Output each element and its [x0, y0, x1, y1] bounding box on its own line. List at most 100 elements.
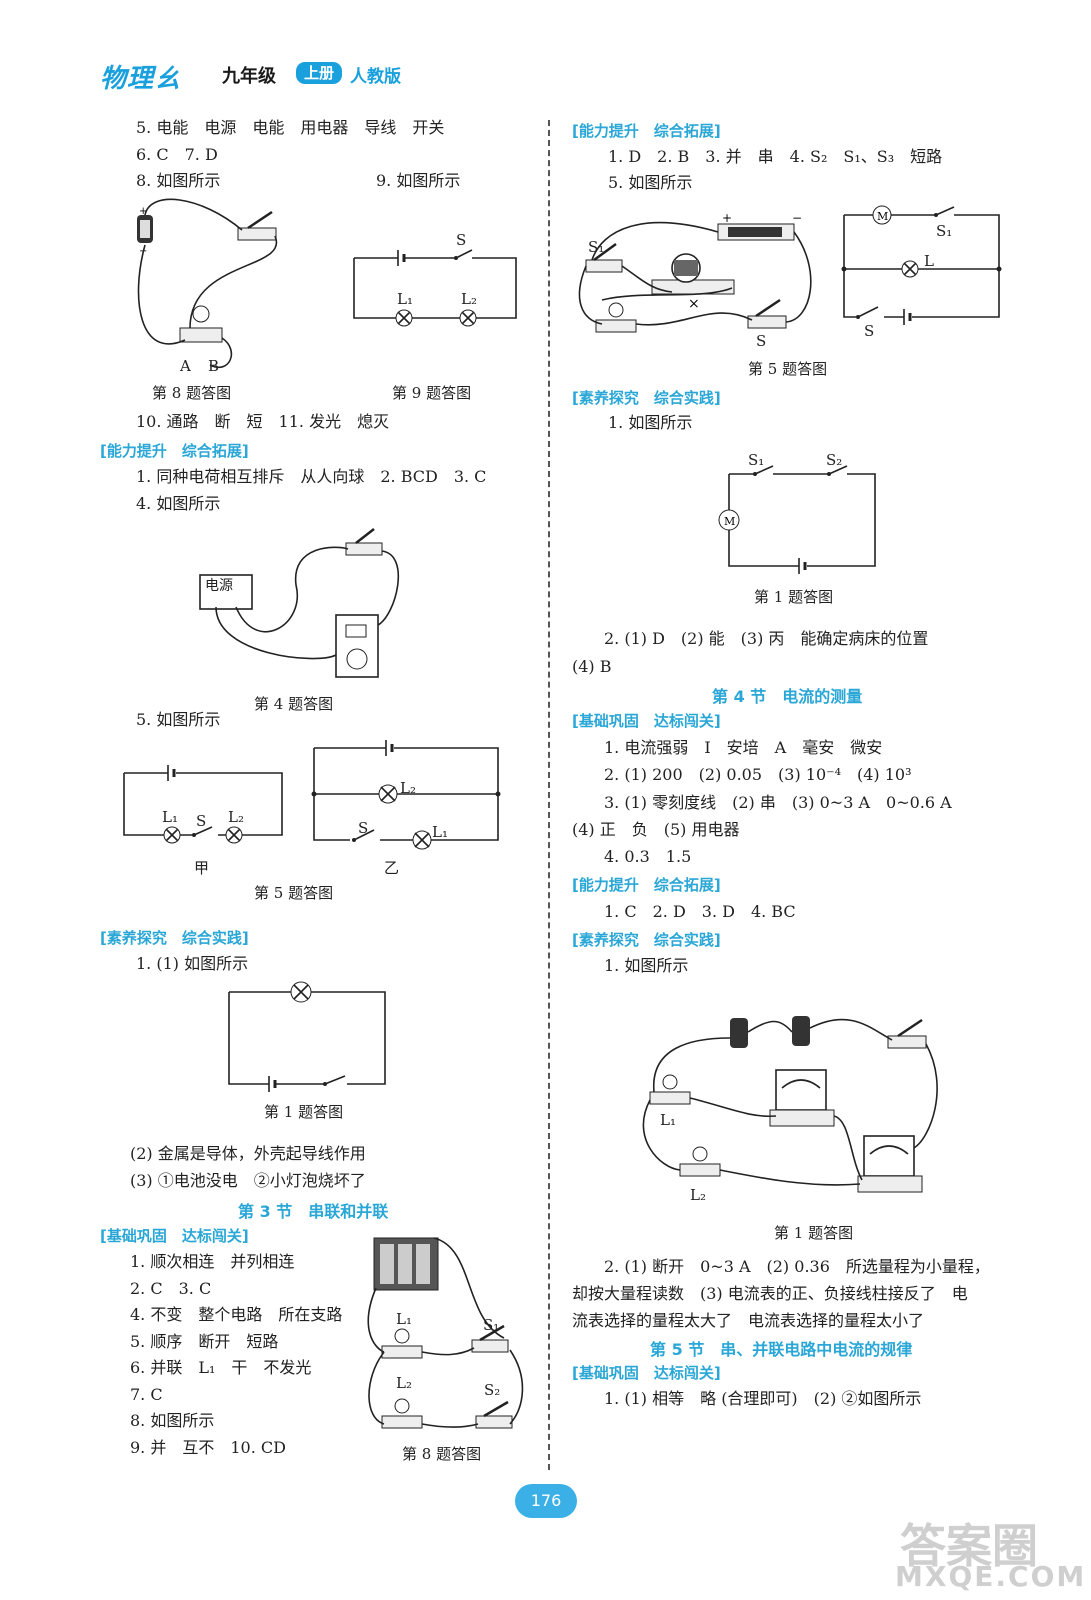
answer-line: 10. 通路 断 短 11. 发光 熄灭	[136, 412, 390, 431]
label-L1: L₁	[397, 290, 413, 308]
caption-q1r: 第 1 题答图	[754, 588, 834, 606]
answer-line: 1. (1) 相等 略 (合理即可) (2) ②如图所示	[604, 1389, 922, 1408]
switch-S1-icon	[585, 259, 623, 273]
figure-q8b-circuit	[367, 1237, 524, 1429]
answer-line: 1. 如图所示	[608, 413, 693, 432]
caption-q8b: 第 8 题答图	[402, 1445, 482, 1463]
section-tag: [素养探究 综合实践]	[572, 931, 721, 949]
label-S: S	[358, 819, 369, 837]
figure-q4-circuit	[199, 528, 399, 678]
label-S2: S₂	[484, 1381, 501, 1399]
bulb-icon	[179, 327, 223, 343]
bulb-L2-icon	[679, 1163, 721, 1177]
switch-S1-icon	[471, 1339, 509, 1353]
switch-icon	[237, 227, 277, 241]
svg-text:M: M	[877, 210, 888, 223]
answer-line: 5. 顺序 断开 短路	[130, 1332, 279, 1351]
figure-q1b-ammeter-circuit	[642, 1016, 938, 1193]
label-L1: L₁	[432, 823, 448, 841]
answer-line: 6. 并联 L₁ 干 不发光	[130, 1358, 312, 1377]
label-S1: S₁	[936, 222, 953, 240]
label-S1: S₁	[483, 1316, 500, 1334]
svg-text:−: −	[792, 211, 802, 225]
svg-text:+: +	[139, 206, 147, 217]
answer-line: 6. C 7. D	[136, 145, 218, 164]
label-S2: S₂	[826, 451, 843, 469]
section-heading: 第 3 节 串联和并联	[238, 1202, 389, 1221]
answer-line: 8. 如图所示	[136, 171, 221, 190]
answer-line: 4. 0.3 1.5	[604, 847, 692, 866]
section-tag: [能力提升 综合拓展]	[100, 442, 249, 460]
answer-line: 1. 同种电荷相互排斥 从人向球 2. BCD 3. C	[136, 467, 487, 486]
motor-icon	[651, 279, 735, 295]
answer-line: (2) 金属是导体，外壳起导线作用	[130, 1144, 366, 1163]
answer-line: 4. 不变 整个电路 所在支路	[130, 1305, 343, 1324]
label-L2: L₂	[228, 808, 244, 826]
grade-label: 九年级	[222, 66, 276, 87]
figure-q1r-circuit: M	[718, 465, 876, 574]
ammeter-icon	[863, 1135, 915, 1177]
brand-logo: 物理ㄠ	[100, 64, 182, 94]
label-S1: S₁	[588, 238, 605, 256]
switch-icon	[345, 542, 383, 556]
answer-line: 8. 如图所示	[130, 1411, 215, 1430]
section-tag: [基础巩固 达标闯关]	[572, 712, 721, 730]
figure-q1-circuit	[228, 981, 386, 1092]
svg-text:×: ×	[688, 296, 700, 312]
watermark-url: MXQE.COM	[895, 1560, 1087, 1593]
ammeter-icon	[775, 1069, 827, 1111]
motor-M-icon	[718, 509, 740, 531]
answer-line: 1. (1) 如图所示	[136, 954, 249, 973]
answer-line: 1. 电流强弱 I 安培 A 毫安 微安	[604, 738, 883, 757]
label-L2: L₂	[396, 1374, 412, 1392]
section-heading: 第 5 节 串、并联电路中电流的规律	[650, 1340, 913, 1359]
caption-q4: 第 4 题答图	[254, 695, 334, 713]
figure-q5-jia	[123, 765, 283, 844]
answer-line: 9. 并 互不 10. CD	[130, 1438, 286, 1457]
answer-line: 5. 电能 电源 电能 用电器 导线 开关	[136, 118, 445, 137]
caption-q8: 第 8 题答图	[152, 384, 232, 402]
answer-line: 2. C 3. C	[130, 1279, 212, 1298]
column-divider	[548, 120, 550, 1470]
label-L: L	[924, 252, 934, 270]
label-S: S	[196, 812, 207, 830]
answer-line: 5. 如图所示	[136, 710, 221, 729]
label-yi: 乙	[384, 859, 400, 877]
bulb-L2-icon	[381, 1415, 423, 1429]
section-tag: [基础巩固 达标闯关]	[100, 1227, 249, 1245]
label-L1: L₁	[396, 1310, 412, 1328]
section-tag: [基础巩固 达标闯关]	[572, 1364, 721, 1382]
section-heading: 第 4 节 电流的测量	[712, 687, 863, 706]
section-tag: [素养探究 综合实践]	[100, 929, 249, 947]
label-A: A	[180, 357, 191, 375]
answer-line: 1. 如图所示	[604, 956, 689, 975]
figure-q5-yi	[311, 740, 501, 850]
label-S: S	[456, 231, 467, 249]
page-number: 176	[515, 1484, 577, 1518]
motor-M-icon	[872, 205, 892, 225]
answer-line: 2. (1) 200 (2) 0.05 (3) 10⁻⁴ (4) 10³	[604, 765, 912, 784]
svg-text:+: +	[722, 211, 732, 225]
figure-q5-schematic: M	[841, 205, 1002, 325]
figure-q8-circuit: + −	[137, 198, 278, 368]
answer-line: 2. (1) D (2) 能 (3) 丙 能确定病床的位置	[604, 629, 929, 648]
answer-line: 1. D 2. B 3. 并 串 4. S₂ S₁、S₃ 短路	[608, 147, 943, 166]
label-L2: L₂	[400, 779, 416, 797]
answer-line: (4) 正 负 (5) 用电器	[572, 820, 740, 839]
caption-q1: 第 1 题答图	[264, 1103, 344, 1121]
power-source-box	[199, 574, 253, 610]
switch-S2-icon	[475, 1415, 513, 1429]
label-L2: L₂	[690, 1186, 706, 1204]
label-S1: S₁	[748, 451, 765, 469]
label-L1: L₁	[660, 1111, 676, 1129]
label-L2: L₂	[461, 290, 477, 308]
answer-line: (4) B	[572, 657, 612, 676]
switch-S-icon	[747, 315, 787, 329]
power-label: 电源	[205, 578, 233, 594]
caption-q9: 第 9 题答图	[392, 384, 472, 402]
label-B: B	[208, 357, 220, 375]
answer-line: 3. (1) 零刻度线 (2) 串 (3) 0~3 A 0~0.6 A	[604, 793, 952, 812]
bulb-icon	[595, 319, 637, 333]
answer-line: 流表选择的量程太大了 电流表选择的量程太小了	[572, 1311, 925, 1330]
answer-line: 1. 顺次相连 并列相连	[130, 1252, 295, 1271]
